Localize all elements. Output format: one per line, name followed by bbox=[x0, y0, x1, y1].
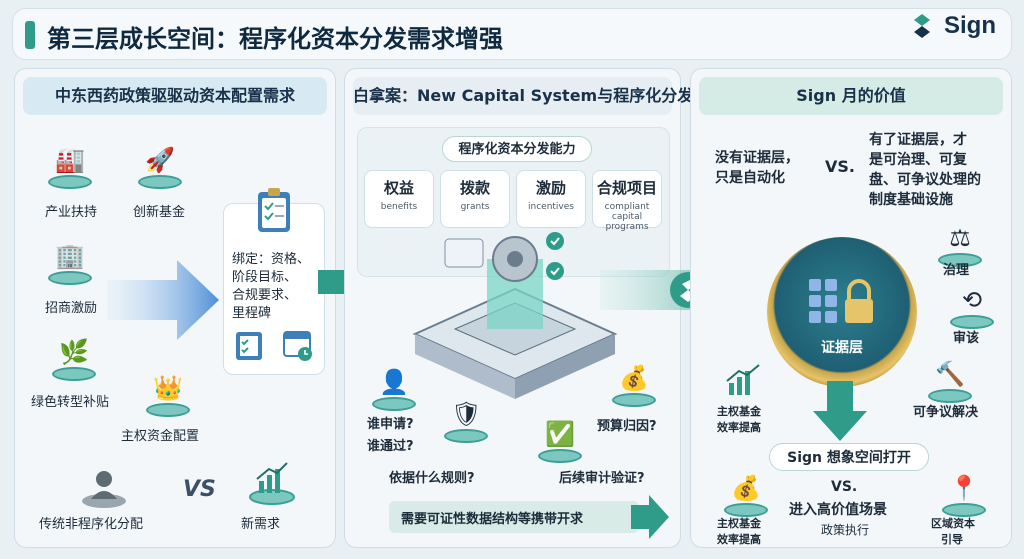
policy-panel: 中东西药政策驱驱动资本配置需求 🏭 产业扶持 🚀 创新基金 🏢 招商激励 🌿 绿… bbox=[14, 68, 336, 548]
efficiency2-line: 效率提高 bbox=[717, 533, 761, 546]
crown-icon: 👑 bbox=[143, 369, 193, 419]
vs-label: VS. bbox=[825, 157, 855, 176]
binding-line: 阶段目标、 bbox=[232, 270, 298, 285]
feature-label: 审该 bbox=[953, 331, 980, 346]
person-icon: 👤 bbox=[369, 363, 419, 413]
efficiency2-line: 主权基金 bbox=[717, 517, 761, 530]
capability-en: compliant capital programs bbox=[604, 202, 650, 232]
capital-system-header: 白拿案：New Capital System与程序化分发 bbox=[353, 77, 693, 115]
binding-line: 里程碑 bbox=[232, 306, 272, 321]
platform-icon bbox=[412, 232, 618, 399]
evidence-layer-core: 证据层 bbox=[767, 237, 917, 387]
map-pin-icon: 📍 bbox=[939, 469, 989, 519]
question-audit: 后续审计验证? bbox=[559, 471, 645, 486]
new-demand-label: 新需求 bbox=[241, 517, 281, 532]
vs-label: VS bbox=[183, 477, 216, 502]
requirement-bar: 需要可证性数据结构等携带开求 bbox=[389, 501, 639, 533]
page-title: 第三层成长空间：程序化资本分发需求增强 bbox=[47, 25, 503, 53]
high-value-label: 进入高价值场景 bbox=[789, 502, 887, 518]
item-label: 产业扶持 bbox=[45, 205, 98, 220]
question-rules: 依据什么规则? bbox=[389, 471, 475, 486]
requirement-text: 需要可证性数据结构等携带开求 bbox=[401, 512, 584, 527]
feature-label: 治理 bbox=[943, 263, 970, 278]
question-who-apply: 谁申请? bbox=[367, 417, 414, 432]
growth-bars-icon bbox=[726, 364, 760, 395]
flow-arrow-icon bbox=[107, 260, 219, 340]
feature-label: 可争议解决 bbox=[913, 405, 979, 420]
without-line: 没有证据层， bbox=[715, 150, 799, 166]
without-line: 只是自动化 bbox=[715, 170, 785, 186]
value-panel-header: Sign 月的价值 bbox=[699, 77, 1003, 115]
regional-line: 引导 bbox=[941, 533, 963, 546]
capability-zh: 合规项目 bbox=[596, 179, 657, 197]
binding-line: 合规要求、 bbox=[232, 288, 298, 303]
binding-line: 绑定：资格、 bbox=[232, 252, 311, 267]
policy-label: 政策执行 bbox=[821, 523, 870, 537]
item-label: 创新基金 bbox=[133, 205, 186, 220]
rocket-icon: 🚀 bbox=[135, 141, 185, 191]
evidence-layer-label: 证据层 bbox=[821, 340, 863, 356]
item-label: 主权资金配置 bbox=[121, 429, 200, 444]
with-line: 制度基础设施 bbox=[869, 192, 953, 208]
requirement-arrow-icon bbox=[631, 495, 669, 539]
efficiency-line: 效率提高 bbox=[717, 421, 761, 434]
binding-card: 绑定：资格、 阶段目标、 合规要求、 里程碑 bbox=[223, 188, 325, 375]
capability-title: 程序化资本分发能力 bbox=[442, 136, 592, 162]
value-panel: Sign 月的价值 没有证据层， 只是自动化 VS. 有了证据层，才 是可治理、… bbox=[690, 68, 1012, 548]
check-icon: ✅ bbox=[535, 415, 585, 465]
calendar-icon bbox=[283, 331, 312, 361]
regional-line: 区域资本 bbox=[931, 517, 975, 530]
leaf-icon: 🌿 bbox=[49, 333, 99, 383]
question-budget: 预算归因? bbox=[597, 419, 657, 434]
sign-logo-icon bbox=[914, 14, 930, 38]
title-accent bbox=[25, 21, 35, 49]
with-line: 有了证据层，才 bbox=[869, 132, 967, 148]
item-label: 绿色转型补贴 bbox=[31, 395, 110, 410]
capability-zh: 拨款 bbox=[459, 179, 490, 197]
money-bag-icon: 💰 bbox=[721, 469, 771, 519]
checklist-icon bbox=[258, 188, 290, 232]
money-bag-icon: 💰 bbox=[609, 359, 659, 409]
imagination-pill: Sign 想象空间打开 bbox=[769, 443, 929, 471]
title-bar: 第三层成长空间：程序化资本分发需求增强 bbox=[12, 8, 1012, 60]
growth-chart-icon bbox=[247, 457, 297, 507]
capability-en: grants bbox=[460, 202, 490, 212]
question-who-pass: 谁通过? bbox=[367, 439, 414, 454]
capability-en: benefits bbox=[380, 202, 418, 212]
capability-en: incentives bbox=[528, 202, 574, 212]
brand-name: Sign bbox=[944, 12, 996, 39]
with-line: 是可治理、可复 bbox=[869, 152, 967, 168]
replay-icon: ⟲ bbox=[947, 281, 997, 331]
building-icon: 🏢 bbox=[45, 237, 95, 287]
gavel-icon: 🔨 bbox=[925, 355, 975, 405]
scale-icon: ⚖ bbox=[935, 219, 985, 269]
capability-grants: 拨款 grants bbox=[440, 170, 510, 228]
capability-compliant: 合规项目 compliant capital programs bbox=[592, 170, 662, 232]
capability-zh: 激励 bbox=[535, 179, 566, 197]
item-label: 招商激励 bbox=[45, 301, 98, 316]
vs2-label: VS. bbox=[831, 479, 858, 495]
capability-zh: 权益 bbox=[383, 179, 414, 197]
person-gray-icon bbox=[79, 461, 129, 511]
with-line: 盘、可争议处理的 bbox=[869, 172, 981, 188]
policy-panel-header: 中东西药政策驱驱动资本配置需求 bbox=[23, 77, 327, 115]
brand-logo: Sign bbox=[906, 10, 1006, 42]
efficiency-line: 主权基金 bbox=[717, 405, 761, 418]
down-arrow-icon bbox=[813, 381, 867, 441]
factory-icon: 🏭 bbox=[45, 141, 95, 191]
capability-benefits: 权益 benefits bbox=[364, 170, 434, 228]
lock-grid-icon bbox=[809, 279, 873, 323]
clipboard-icon bbox=[236, 332, 262, 360]
shield-check-icon: 🛡 bbox=[441, 395, 491, 445]
traditional-label: 传统非程序化分配 bbox=[39, 517, 144, 532]
capability-incentives: 激励 incentives bbox=[516, 170, 586, 228]
